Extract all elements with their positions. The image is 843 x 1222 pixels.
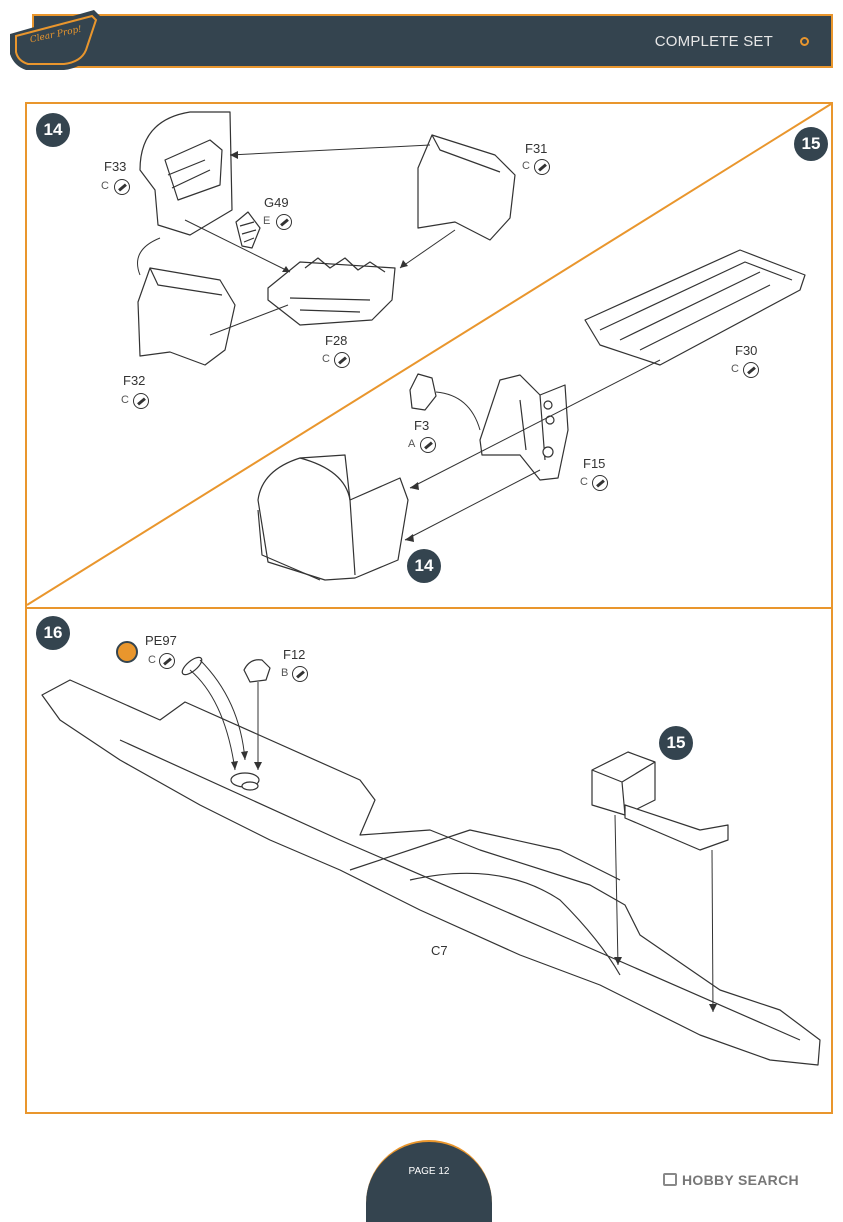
step-14-badge: 14 bbox=[36, 113, 70, 147]
part-label-f30: F30 bbox=[735, 343, 758, 358]
glue-icon bbox=[159, 653, 175, 669]
step-14-reference-badge: 14 bbox=[407, 549, 441, 583]
brand-logo: Clear Prop! bbox=[6, 6, 102, 72]
glue-icon bbox=[592, 475, 608, 491]
sprue-label-f30: C bbox=[731, 363, 739, 375]
part-label-pe97: PE97 bbox=[145, 633, 177, 648]
header-title: COMPLETE SET bbox=[654, 33, 773, 50]
glue-icon bbox=[334, 352, 350, 368]
part-label-f33: F33 bbox=[104, 159, 127, 174]
sprue-label-f28: C bbox=[322, 353, 330, 365]
photo-etch-icon bbox=[116, 641, 138, 663]
sprue-label-pe97: C bbox=[148, 654, 156, 666]
glue-icon bbox=[276, 214, 292, 230]
part-label-f32: F32 bbox=[123, 373, 146, 388]
part-label-c7: C7 bbox=[431, 943, 448, 958]
sprue-label-f3: A bbox=[408, 438, 416, 450]
sprue-label-f15: C bbox=[580, 476, 588, 488]
sprue-label-f31: C bbox=[522, 160, 530, 172]
glue-icon bbox=[743, 362, 759, 378]
header-dot-icon bbox=[800, 37, 809, 46]
part-label-g49: G49 bbox=[264, 195, 289, 210]
step-15-badge: 15 bbox=[794, 127, 828, 161]
sprue-label-g49: E bbox=[263, 215, 271, 227]
watermark-text: HOBBY SEARCH bbox=[682, 1172, 799, 1188]
glue-icon bbox=[292, 666, 308, 682]
part-label-f3: F3 bbox=[414, 418, 430, 433]
glue-icon bbox=[133, 393, 149, 409]
glue-icon bbox=[420, 437, 436, 453]
hobby-search-icon bbox=[663, 1173, 677, 1186]
part-label-f12: F12 bbox=[283, 647, 306, 662]
glue-icon bbox=[534, 159, 550, 175]
sprue-label-f33: C bbox=[101, 180, 109, 192]
sprue-label-f32: C bbox=[121, 394, 129, 406]
step-16-badge: 16 bbox=[36, 616, 70, 650]
page-number: PAGE 12 bbox=[408, 1166, 450, 1177]
part-label-f15: F15 bbox=[583, 456, 606, 471]
glue-icon bbox=[114, 179, 130, 195]
part-label-f28: F28 bbox=[325, 333, 348, 348]
step-15-reference-badge: 15 bbox=[659, 726, 693, 760]
header-bar: COMPLETE SET bbox=[32, 14, 833, 68]
section-divider bbox=[25, 607, 833, 609]
part-label-f31: F31 bbox=[525, 141, 548, 156]
sprue-label-f12: B bbox=[281, 667, 289, 679]
